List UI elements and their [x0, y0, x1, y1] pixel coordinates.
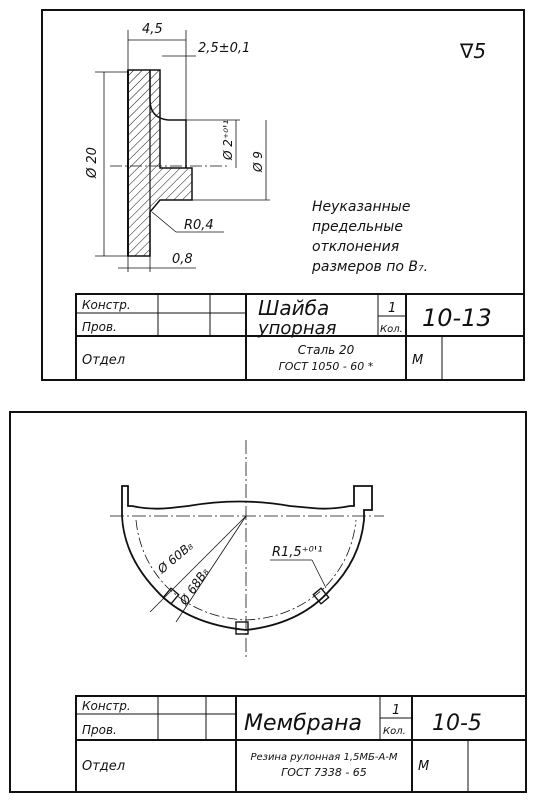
dim-dia-inner: Ø 60В₈	[154, 539, 196, 577]
dept-label: Отдел	[82, 759, 125, 774]
membrane-outline	[121, 485, 373, 631]
svg-text:размеров по В₇.: размеров по В₇.	[311, 259, 428, 275]
material-line1: Сталь 20	[298, 343, 355, 357]
svg-text:отклонения: отклонения	[312, 239, 399, 255]
tolerance-note: Неуказанные предельные отклонения размер…	[311, 199, 428, 275]
part-name-line2: упорная	[257, 318, 337, 339]
dim-dia-outer: Ø 68В₈	[176, 565, 212, 608]
hatched-section	[127, 69, 193, 257]
scale-label: М	[418, 759, 429, 774]
scale-label: М	[412, 353, 423, 368]
qty-value: 1	[388, 301, 396, 316]
washer-section	[110, 69, 230, 257]
dim-dia-boss: Ø 9	[251, 151, 265, 173]
dim-radius: R0,4	[184, 218, 214, 233]
membrane-part	[110, 440, 384, 660]
material-line2: ГОСТ 7338 - 65	[281, 766, 367, 779]
check-label: Пров.	[82, 723, 117, 737]
qty-label: Кол.	[380, 324, 403, 335]
qty-value: 1	[392, 703, 400, 718]
sheet-washer: ∇5 4,5 2,5±0,1 Ø 20 Ø 2⁺⁰'¹	[41, 9, 525, 381]
sheet-membrane: Ø 60В₈ Ø 68В₈ R1,5⁺⁰'¹ Констр. Пров. Отд…	[9, 411, 527, 793]
dim-dia-outer: Ø 20	[85, 147, 100, 179]
part-name-line1: Шайба	[258, 296, 329, 320]
constr-label: Констр.	[82, 699, 131, 713]
svg-text:предельные: предельные	[312, 219, 403, 235]
title-block: Констр. Пров. Отдел Шайба упорная 1 Кол.…	[75, 293, 525, 381]
roughness-mark: ∇5	[459, 39, 486, 63]
drawing-number: 10-13	[422, 304, 492, 332]
svg-text:Неуказанные: Неуказанные	[312, 199, 410, 215]
dim-width-top: 4,5	[142, 22, 163, 37]
dim-thickness: 0,8	[172, 252, 193, 267]
dim-radius: R1,5⁺⁰'¹	[272, 545, 323, 560]
constr-label: Констр.	[82, 298, 131, 312]
material-line1: Резина рулонная 1,5МБ-А-М	[250, 752, 397, 763]
dim-depth: 2,5±0,1	[198, 41, 250, 56]
drawing-number: 10-5	[432, 711, 482, 736]
dept-label: Отдел	[82, 353, 125, 368]
material-line2: ГОСТ 1050 - 60 *	[279, 360, 374, 373]
check-label: Пров.	[82, 320, 117, 334]
part-name: Мембрана	[244, 711, 362, 736]
qty-label: Кол.	[383, 726, 406, 737]
title-block: Констр. Пров. Отдел Мембрана 1 Кол. 10-5…	[75, 695, 527, 793]
dim-dia-hole: Ø 2⁺⁰'¹	[221, 120, 235, 161]
